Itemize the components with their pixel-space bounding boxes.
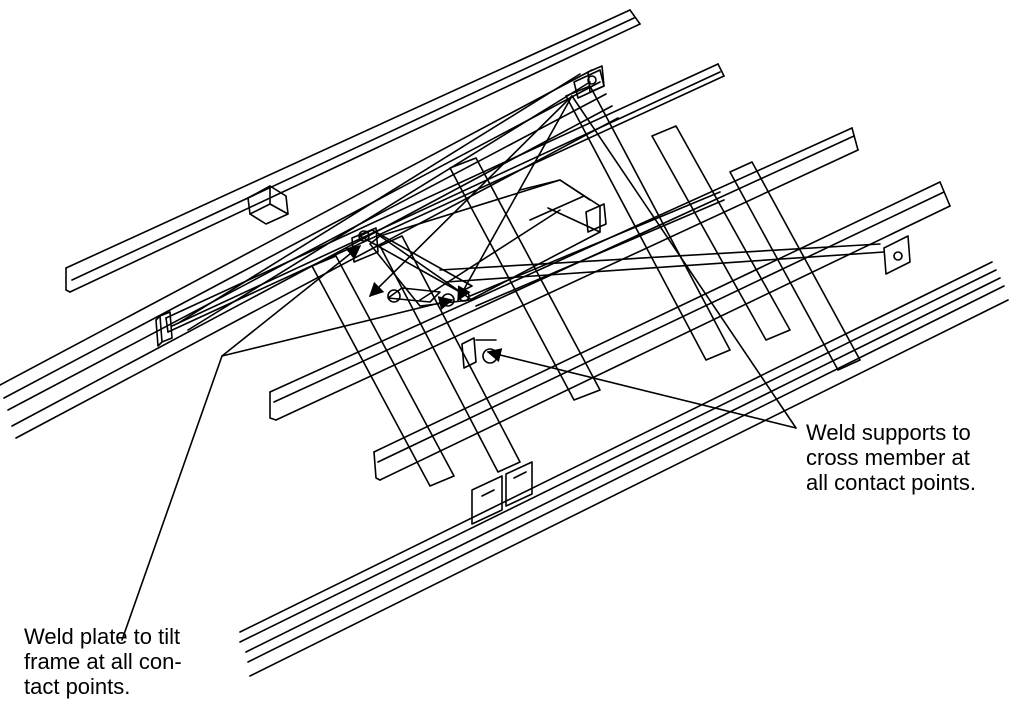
diagonal-supports <box>179 69 885 331</box>
channel-4 <box>373 181 951 481</box>
upper-end-bracket <box>587 65 605 93</box>
callout-line: Weld supports to <box>806 420 971 445</box>
callout-line: cross member at <box>806 445 970 470</box>
main-rail-front <box>239 261 1009 677</box>
label-plates <box>471 461 533 525</box>
lift-mechanism <box>351 179 607 307</box>
callout-line: frame at all con- <box>24 649 182 674</box>
callout-line: Weld plate to tilt <box>24 624 181 649</box>
weld-supports-callout: Weld supports to cross member at all con… <box>806 420 976 495</box>
leader-lines <box>121 95 797 641</box>
main-rail-rear <box>0 69 619 439</box>
top-channel <box>65 9 641 347</box>
cross-members <box>311 85 861 487</box>
callout-line: tact points. <box>24 674 131 699</box>
weld-plate-callout: Weld plate to tilt frame at all con- tac… <box>24 624 182 699</box>
callout-line: all contact points. <box>806 470 976 495</box>
